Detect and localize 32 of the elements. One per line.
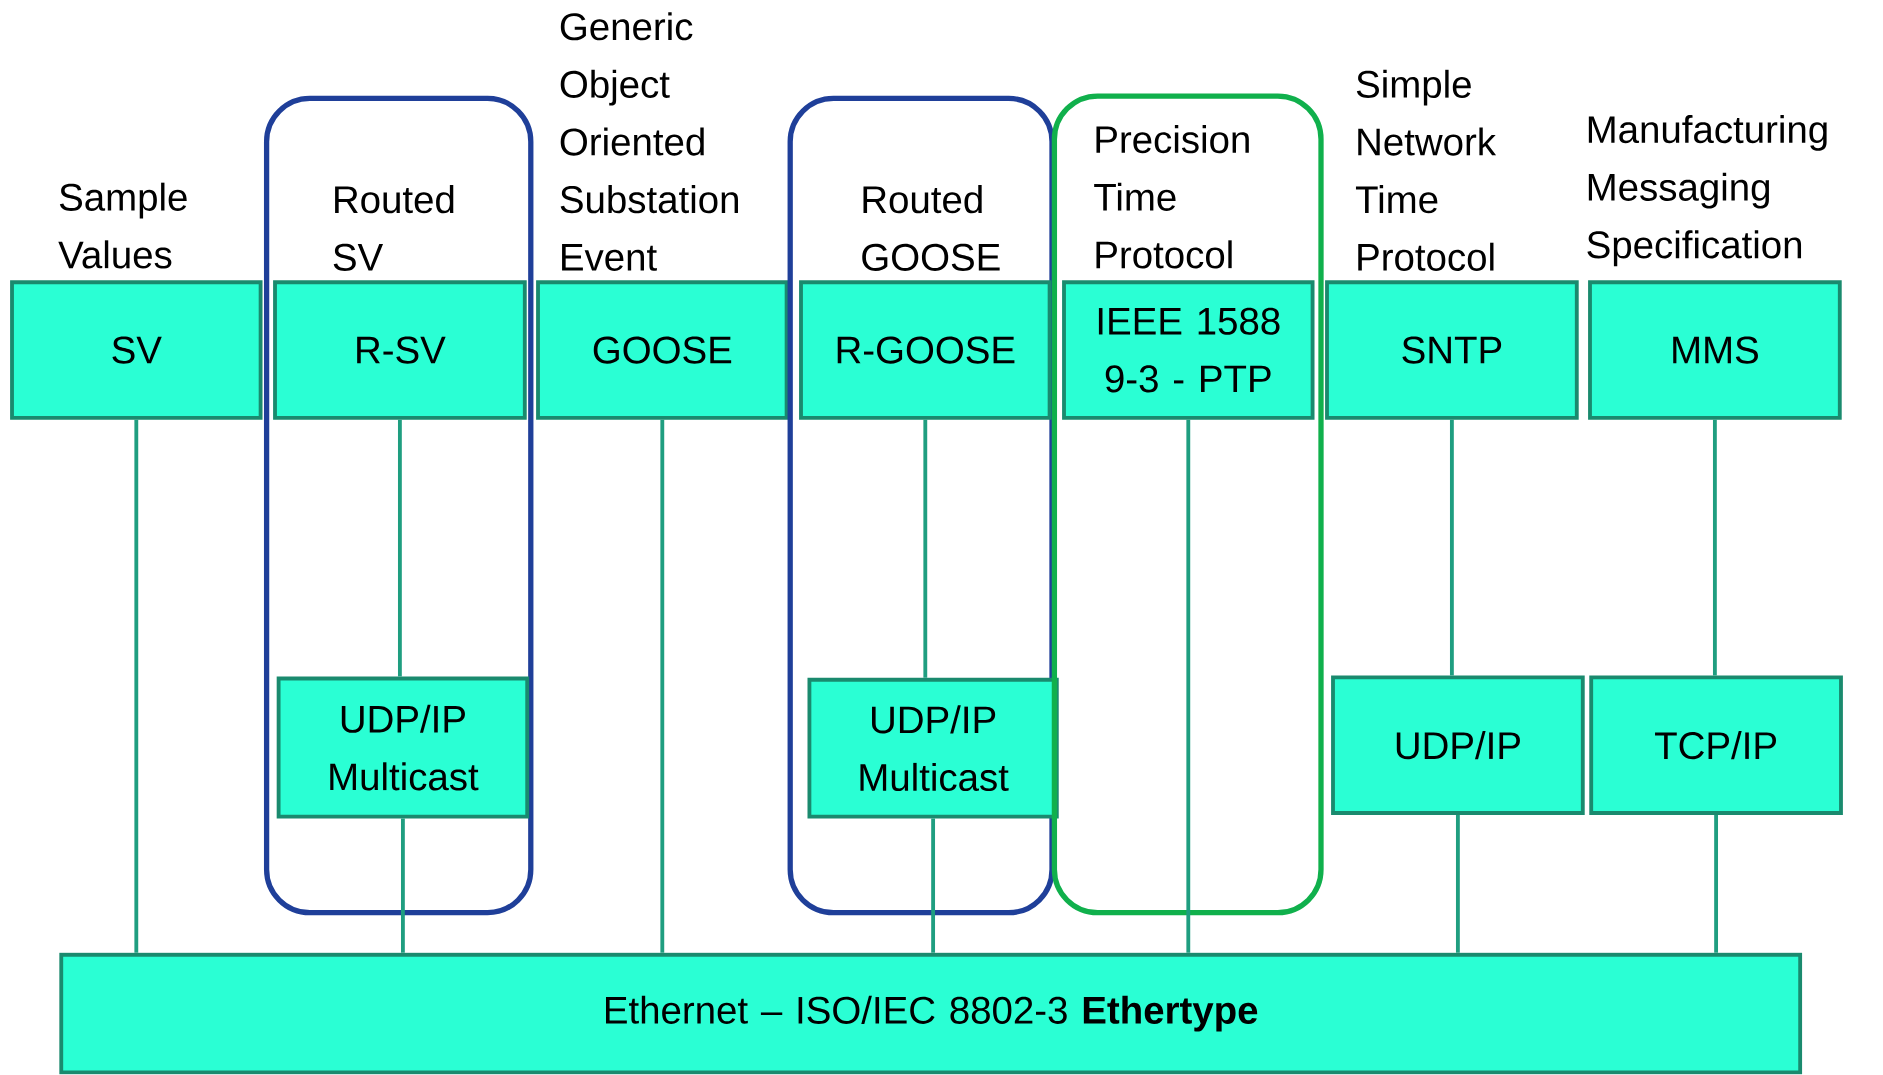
heading: Routed SV	[333, 185, 454, 271]
heading: Simple Network Time Protocol	[1355, 69, 1497, 271]
protocol-box: SNTP	[1325, 280, 1579, 420]
connector-line	[1456, 815, 1460, 953]
protocol-box: IEEE 1588 9-3 - PTP	[1062, 280, 1315, 420]
connector-line	[134, 419, 139, 953]
connector-line	[401, 818, 405, 953]
connector-line	[1714, 815, 1718, 953]
group-box	[263, 95, 534, 916]
group-box	[1051, 93, 1324, 916]
protocol-box: UDP/IP	[1331, 675, 1585, 816]
connector-line	[1450, 419, 1454, 676]
protocol-box: UDP/IP Multicast	[807, 677, 1059, 819]
protocol-box: MMS	[1588, 280, 1842, 420]
connector-line	[1186, 419, 1191, 953]
protocol-box: R-GOOSE	[799, 280, 1052, 420]
protocol-box: SV	[10, 280, 263, 420]
protocol-box: TCP/IP	[1589, 675, 1843, 816]
connector-line	[931, 818, 936, 953]
protocol-box: GOOSE	[536, 280, 789, 420]
heading: Routed GOOSE	[862, 185, 1000, 271]
protocol-box: Ethernet – ISO/IEC 8802-3 Ethertype	[59, 952, 1803, 1075]
protocol-box: UDP/IP Multicast	[276, 676, 530, 819]
heading: Sample Values	[58, 182, 187, 269]
heading: Generic Object Oriented Substation Event	[560, 12, 738, 271]
connector-line	[923, 419, 928, 678]
protocol-box: R-SV	[273, 280, 527, 420]
connector-line	[397, 419, 402, 677]
connector-line	[660, 419, 665, 953]
heading: Precision Time Protocol	[1094, 125, 1249, 269]
connector-line	[1712, 419, 1717, 676]
heading: Manufacturing Messaging Specification	[1587, 115, 1827, 267]
